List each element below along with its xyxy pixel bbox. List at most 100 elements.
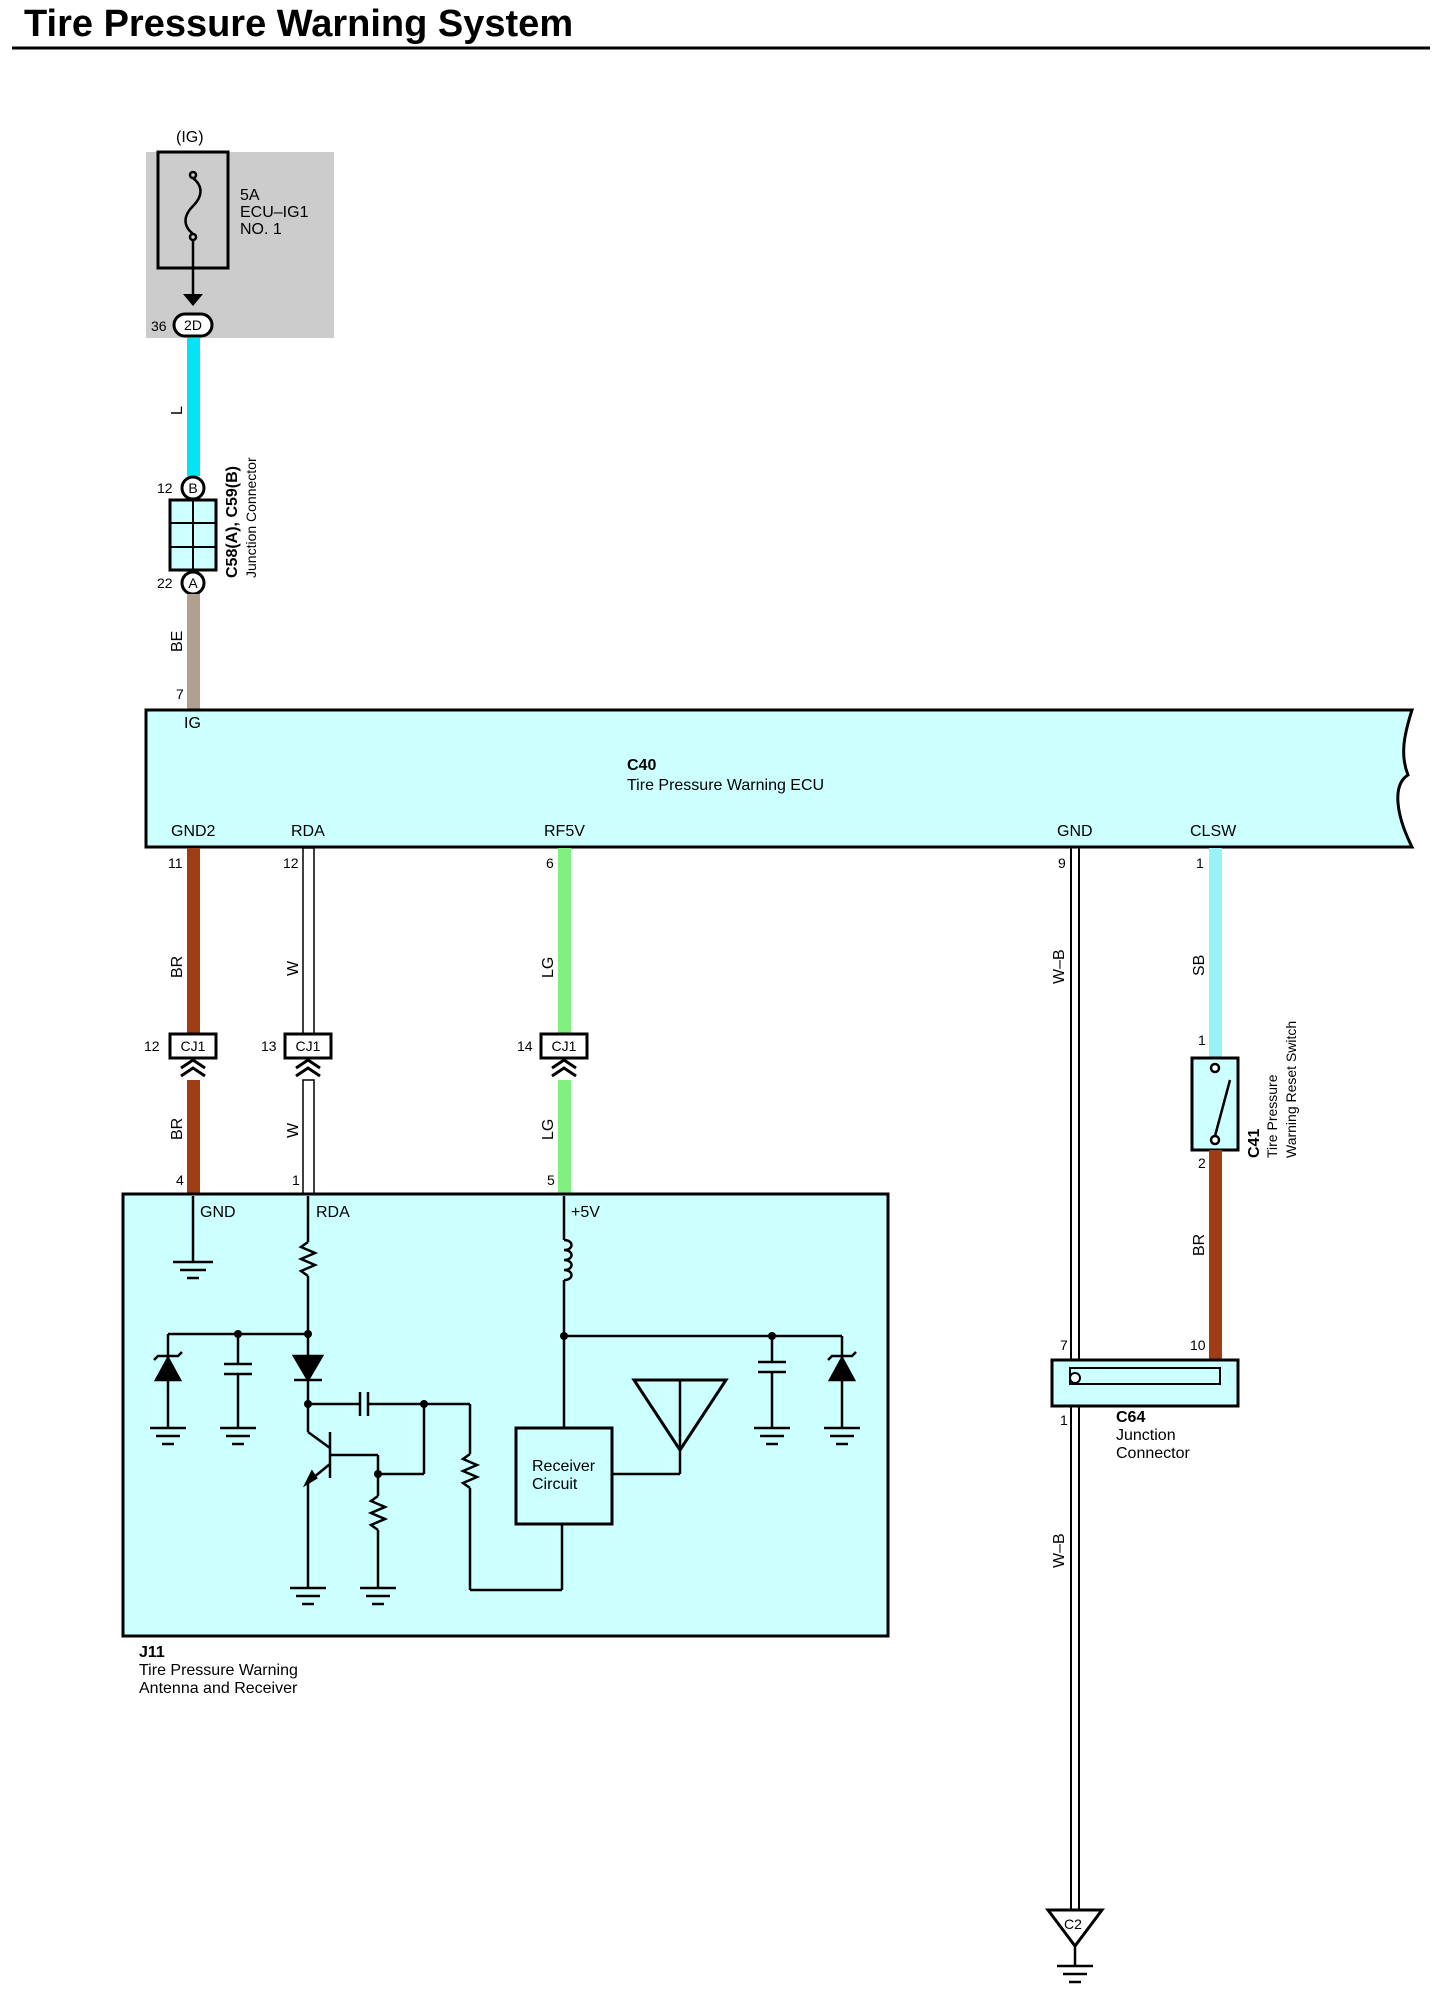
fuse-box-background [146,152,334,338]
cj1-connector-1: CJ1 12 [144,1032,218,1078]
jc-pin-bottom: 22 [157,575,173,591]
svg-text:B: B [188,480,197,496]
wire-L-label: L [169,406,186,415]
svg-text:14: 14 [517,1038,533,1054]
receiver-id: J11 [139,1644,165,1661]
ecu-pin-rf5v: 6 [546,855,554,871]
diode-icon [291,1354,325,1383]
switch-pin-bottom: 2 [1198,1155,1206,1171]
ecu-ig-pin: 7 [176,686,184,702]
receiver-label-rda: RDA [316,1204,350,1221]
fuse-number: NO. 1 [240,221,282,238]
wire-BR-label-lower: BR [169,1118,186,1140]
fuse-pin: 36 [151,318,167,334]
ecu-pin-gnd: 9 [1058,855,1066,871]
page-title: Tire Pressure Warning System [24,3,573,45]
resistor-icon [297,1240,319,1278]
receiver-label-gnd: GND [200,1204,236,1221]
connector-2d-label: 2D [184,317,202,333]
receiver-circuit-box [514,1426,614,1526]
fuse-icon [184,170,202,242]
wire-LG-label-upper: LG [540,957,557,978]
wire-BR-label-upper: BR [169,956,186,978]
receiver-j11: GND RDA +5V [121,1192,890,1638]
c64-name-2: Connector [1116,1445,1190,1462]
ecu-ig-label: IG [184,715,201,732]
svg-text:CJ1: CJ1 [552,1038,577,1054]
receiver-name-1: Tire Pressure Warning [139,1662,298,1679]
ground-c2: C2 [1045,1908,1105,1984]
junction-connector-c58: B 12 A 22 C58(A), C59(B) Junction Connec… [157,457,259,596]
j11-pin-5v: 5 [547,1172,555,1188]
rda-circuit [150,1196,564,1606]
switch-name-1: Tire Pressure [1264,1074,1280,1158]
connector-2d-tag [172,312,214,338]
wire-L [187,338,200,476]
wire-BE [187,594,200,710]
c64-name-1: Junction [1116,1427,1176,1444]
wire-LG-rf5v [558,848,571,1038]
ecu-terminal-rda: RDA [291,823,325,840]
cj1-connector-2: CJ1 13 [261,1032,333,1078]
wire-LG-label-lower: LG [540,1119,557,1140]
ground-icon [173,1196,213,1280]
wire-W-label-upper: W [285,960,302,976]
wire-SB-label: SB [1191,955,1208,976]
ecu-terminal-rf5v: RF5V [544,823,585,840]
switch-name-2: Warning Reset Switch [1283,1021,1299,1158]
ground-icon [1045,1908,1105,1949]
wire-W-label-lower: W [285,1122,302,1138]
svg-text:CJ1: CJ1 [181,1038,206,1054]
wire-SB [1209,848,1222,1058]
svg-text:CJ1: CJ1 [296,1038,321,1054]
switch-pin-top: 1 [1198,1032,1206,1048]
ecu-terminal-gnd2: GND2 [171,823,216,840]
wire-BR-lower [187,1080,200,1194]
j11-pin-gnd: 4 [176,1172,184,1188]
fuse-supply-label: (IG) [176,129,204,146]
cj1-connector-3: CJ1 14 [517,1032,589,1078]
jc-c58-desc: Junction Connector [243,457,259,578]
inductor-icon [563,1238,573,1282]
junction-connector-c64: 7 10 1 C64 Junction Connector [1050,1337,1240,1462]
arrow-down-icon [183,294,203,306]
ecu-id: C40 [627,757,656,774]
fuse-name: ECU–IG1 [240,204,309,221]
chevron-up-icon [295,1058,321,1078]
c64-id: C64 [1116,1409,1145,1426]
wire-BR-switch-label: BR [1191,1234,1208,1256]
wire-BR-switch [1209,1150,1222,1360]
wire-WB-label-lower: W–B [1051,1533,1068,1568]
power-circuit [562,1196,860,1476]
chevron-up-icon [180,1058,206,1078]
wire-BR-gnd2 [187,848,200,1038]
wire-WB-label-upper: W–B [1051,949,1068,984]
c64-pin-bottom: 1 [1060,1412,1068,1428]
svg-text:12: 12 [144,1038,160,1054]
svg-text:A: A [188,575,198,591]
ecu-pin-gnd2: 11 [168,855,183,871]
c64-pin-right: 10 [1190,1337,1206,1353]
fuse-block: (IG) 5A ECU–IG1 NO. 1 2D 36 [146,129,334,338]
switch-id: C41 [1246,1129,1263,1158]
reset-switch-c41: 1 2 C41 Tire Pressure Warning Reset Swit… [1190,1021,1299,1171]
wire-W-rda [302,847,315,1039]
receiver-name-2: Antenna and Receiver [139,1680,298,1697]
ground-id: C2 [1064,1916,1082,1932]
receiver-circuit-line2: Circuit [532,1476,578,1493]
c64-pin-left: 7 [1060,1337,1068,1353]
wire-W-lower [302,1079,315,1195]
ecu-terminal-gnd: GND [1057,823,1093,840]
chevron-up-icon [551,1058,577,1078]
fuse-rating: 5A [240,187,260,204]
ecu-pin-clsw: 1 [1196,855,1204,871]
wire-LG-lower [558,1080,571,1194]
wire-BE-label: BE [169,631,186,652]
svg-text:13: 13 [261,1038,277,1054]
ecu-body [144,708,1415,849]
ecu-name: Tire Pressure Warning ECU [627,777,824,794]
ecu-terminal-clsw: CLSW [1190,823,1237,840]
receiver-circuit-line1: Receiver [532,1458,596,1475]
ecu-pin-rda: 12 [283,855,299,871]
